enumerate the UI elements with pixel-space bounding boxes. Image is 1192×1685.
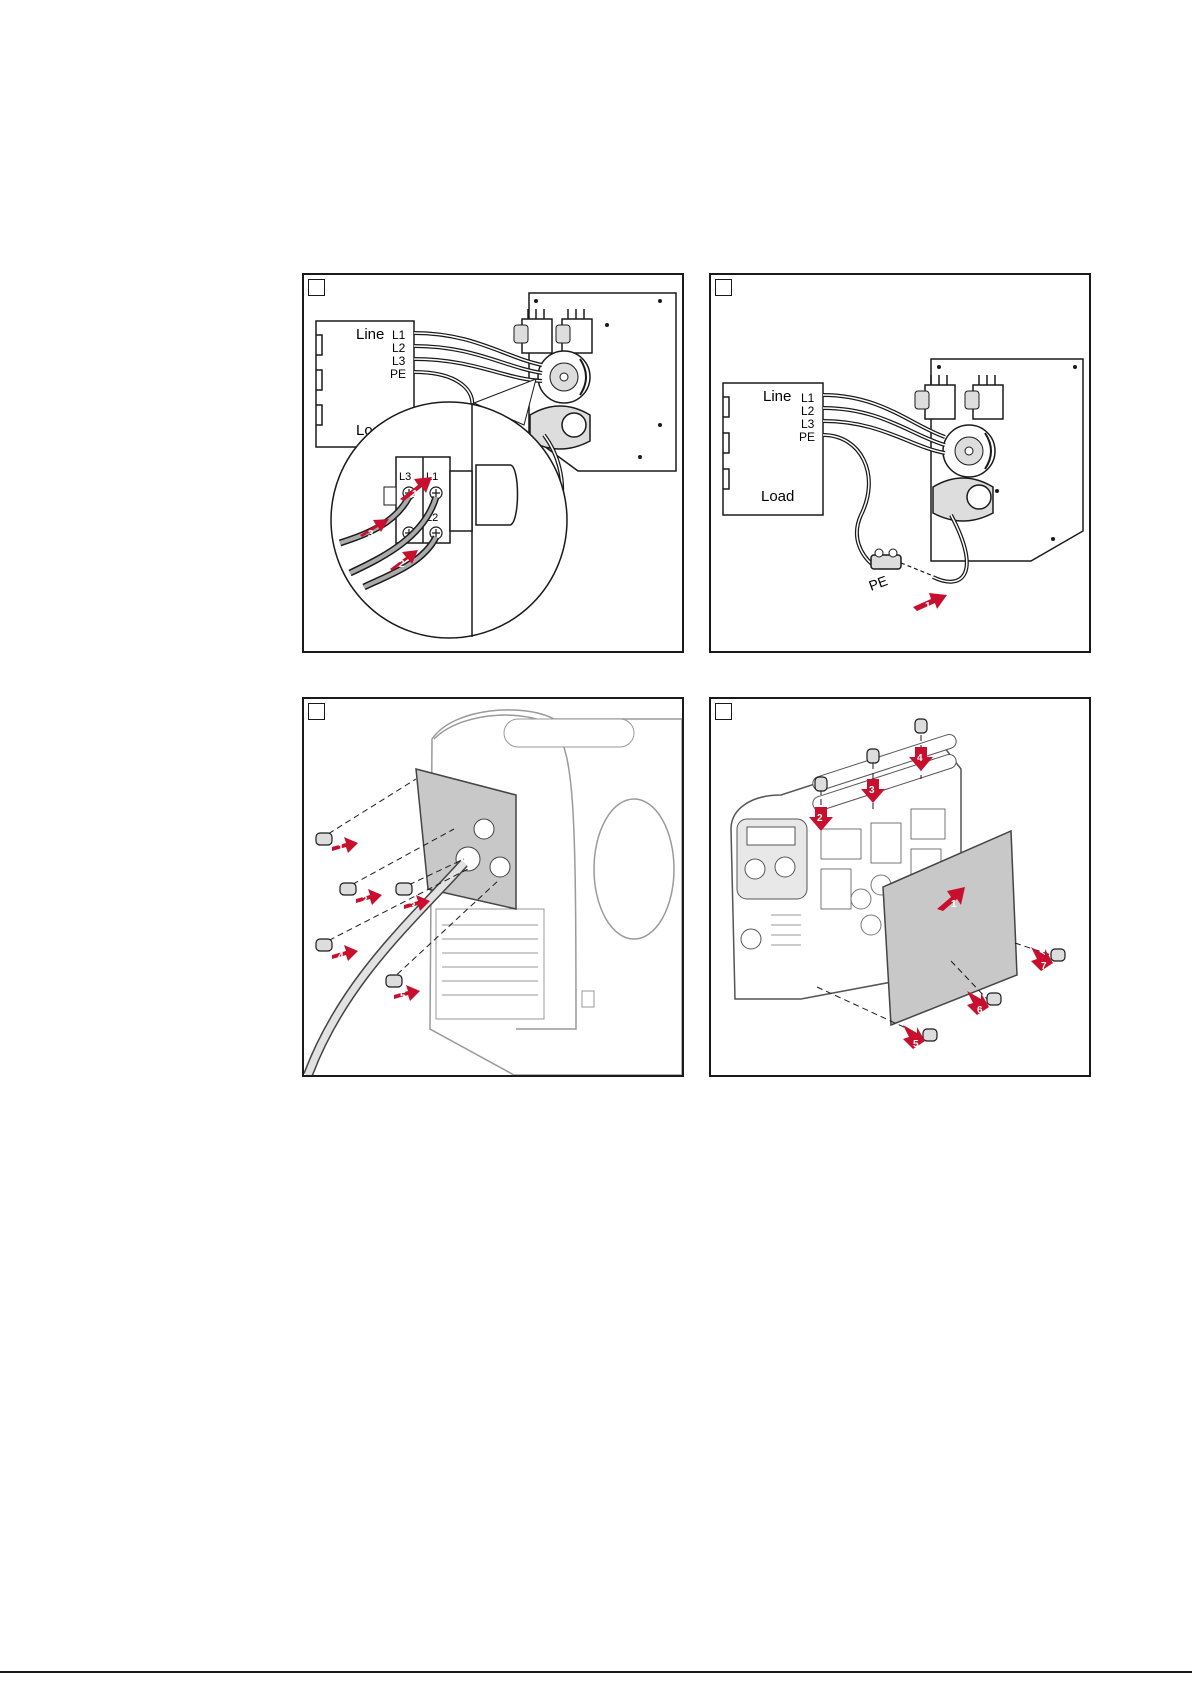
svg-text:1: 1 (338, 843, 344, 854)
arrow-marker-4: 4 (332, 945, 358, 962)
step-checkbox (715, 703, 732, 720)
arrow-marker-1: 1 (913, 593, 947, 612)
wiring-detail-illustration: Line Load L1 L2 L3 PE L3 L (304, 275, 682, 651)
terminal-pe: PE (799, 430, 815, 444)
terminal-l3: L3 (392, 354, 406, 368)
illustration-panel-3: 1 2 3 4 5 (302, 697, 684, 1077)
terminal-l2: L2 (801, 404, 815, 418)
illustration-panel-2: Line Load L1 L2 L3 PE PE 1 (709, 273, 1091, 653)
svg-text:7: 7 (1041, 961, 1047, 972)
rear-cover-illustration: 1 2 3 4 5 (304, 699, 682, 1075)
terminal-l1: L1 (801, 391, 815, 405)
pe-label: PE (867, 572, 890, 593)
svg-text:3: 3 (368, 529, 374, 540)
pe-disconnect-illustration: Line Load L1 L2 L3 PE PE 1 (711, 275, 1089, 651)
step-checkbox (308, 279, 325, 296)
svg-text:2: 2 (362, 895, 368, 906)
svg-text:4: 4 (338, 951, 344, 962)
terminal-l2: L2 (392, 341, 406, 355)
arrow-marker-5: 5 (903, 1025, 925, 1050)
footer-rule (0, 1671, 1192, 1673)
side-panel-illustration: 1 2 3 4 5 6 7 (711, 699, 1089, 1075)
terminal-l1: L1 (392, 328, 406, 342)
terminal-l3: L3 (801, 417, 815, 431)
arrow-marker-1: 1 (332, 837, 358, 854)
svg-text:5: 5 (400, 991, 406, 1002)
load-label: Load (761, 488, 794, 505)
svg-text:6: 6 (977, 1005, 983, 1016)
svg-text:1: 1 (951, 899, 957, 910)
arrow-marker-2: 2 (356, 889, 382, 906)
svg-text:1: 1 (925, 601, 931, 612)
illustration-panel-1: Line Load L1 L2 L3 PE L3 L (302, 273, 684, 653)
illustration-panel-4: 1 2 3 4 5 6 7 (709, 697, 1091, 1077)
svg-text:2: 2 (817, 813, 823, 824)
zoom-label-l3: L3 (399, 471, 411, 483)
step-checkbox (715, 279, 732, 296)
line-label: Line (356, 326, 384, 343)
step-checkbox (308, 703, 325, 720)
svg-text:2: 2 (399, 559, 405, 570)
svg-text:1: 1 (412, 489, 418, 500)
arrow-marker-6: 6 (967, 991, 989, 1016)
svg-text:5: 5 (913, 1039, 919, 1050)
line-label: Line (763, 388, 791, 405)
svg-text:3: 3 (869, 785, 875, 796)
svg-text:3: 3 (410, 901, 416, 912)
svg-text:4: 4 (917, 753, 923, 764)
arrow-marker-7: 7 (1031, 947, 1053, 972)
terminal-pe: PE (390, 367, 406, 381)
